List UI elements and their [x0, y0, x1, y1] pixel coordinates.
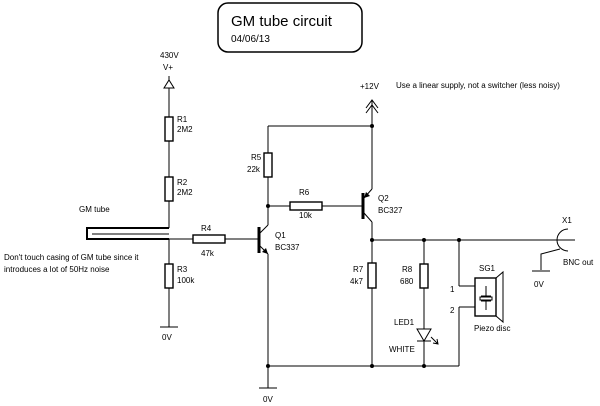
resistor-r8: R8 680 [400, 263, 429, 289]
r1-ref: R1 [177, 115, 188, 124]
ground-r3: 0V [160, 326, 178, 342]
led-triangle-icon [416, 328, 432, 342]
r3-value: 100k [177, 276, 195, 285]
piezo-housing [495, 270, 504, 324]
piezo-sg1: SG1 1 2 Piezo disc [450, 264, 510, 333]
x1-ref: X1 [562, 216, 572, 225]
resistor-r6: R6 10k [289, 188, 323, 220]
transistor-q2: Q2 BC327 [361, 188, 403, 223]
r2-body [164, 176, 174, 202]
r5-ref: R5 [251, 153, 262, 162]
r4-value: 47k [201, 249, 215, 258]
diagram-date: 04/06/13 [231, 34, 270, 45]
casing-note-line1: Don't touch casing of GM tube since it [4, 253, 139, 262]
vcc-arrow-icon [365, 99, 379, 114]
gm-tube-label: GM tube [79, 205, 110, 214]
q1-collector [259, 224, 269, 234]
transistor-q1: Q1 BC337 [257, 224, 300, 255]
resistor-r4: R4 47k [192, 224, 226, 258]
r6-body [289, 201, 323, 211]
r2-ref: R2 [177, 178, 188, 187]
hv-arrow-icon [163, 79, 175, 89]
r6-ref: R6 [299, 188, 310, 197]
led-light-arrow-icon [430, 336, 439, 345]
q2-collector [363, 212, 373, 223]
sg1-desc: Piezo disc [474, 324, 510, 333]
resistor-r3: R3 100k [164, 263, 195, 289]
vcc-supply: +12V Use a linear supply, not a switcher… [360, 81, 560, 189]
r7-body [367, 262, 377, 289]
gm-tube-body [86, 227, 169, 240]
junction-gnd1 [266, 364, 270, 368]
r5-body [263, 152, 273, 178]
r8-body [419, 263, 429, 289]
vcc-label: +12V [360, 82, 380, 91]
piezo-crystal-icon [479, 296, 493, 301]
title-box [217, 2, 363, 53]
r8-ref: R8 [402, 265, 413, 274]
q2-ref: Q2 [378, 194, 389, 203]
r1-body [164, 116, 174, 142]
resistor-r2: R2 2M2 [164, 176, 193, 202]
r2-value: 2M2 [177, 188, 193, 197]
ground-label-bnc: 0V [534, 280, 544, 289]
x1-desc: BNC out [563, 258, 594, 267]
junction-out1 [370, 238, 374, 242]
q1-ref: Q1 [275, 231, 286, 240]
resistor-r1: R1 2M2 [164, 115, 193, 142]
r8-value: 680 [400, 277, 414, 286]
r4-body [192, 234, 226, 244]
led1-ref: LED1 [394, 318, 415, 327]
casing-note-line2: introduces a lot of 50Hz noise [4, 265, 110, 274]
q2-part: BC327 [378, 206, 403, 215]
ground-label-main: 0V [263, 395, 273, 404]
led1-color: WHITE [389, 345, 415, 354]
bnc-ground-wire [540, 248, 561, 270]
junction-gnd2 [370, 364, 374, 368]
resistor-r5: R5 22k [247, 152, 273, 178]
r5-value: 22k [247, 165, 261, 174]
junction-gnd3 [422, 364, 426, 368]
sg1-pin2: 2 [450, 306, 455, 315]
ground-label-r3: 0V [162, 333, 172, 342]
bnc-shell-icon [556, 228, 569, 252]
diagram-title: GM tube circuit [231, 13, 333, 30]
hv-voltage-label: 430V [160, 51, 179, 60]
q2-emitter-arrow-icon [364, 192, 370, 198]
hv-supply: 430V V+ [160, 51, 179, 117]
r4-ref: R4 [201, 224, 212, 233]
sg1-ref: SG1 [479, 264, 496, 273]
junction-vcc [370, 124, 374, 128]
sg1-pin1: 1 [450, 285, 455, 294]
ground-bnc: 0V [532, 270, 550, 289]
r7-value: 4k7 [350, 277, 363, 286]
ground-main: 0V [259, 387, 277, 404]
q1-emitter-arrow-icon [262, 248, 268, 254]
led1: LED1 WHITE [389, 318, 439, 354]
r6-value: 10k [299, 211, 313, 220]
r1-value: 2M2 [177, 125, 193, 134]
supply-note: Use a linear supply, not a switcher (les… [396, 81, 560, 90]
hv-net-label: V+ [163, 63, 173, 72]
resistor-r7: R7 4k7 [350, 262, 377, 289]
q1-part: BC337 [275, 243, 300, 252]
gm-tube: GM tube [79, 205, 169, 240]
r3-ref: R3 [177, 265, 188, 274]
r3-body [164, 263, 174, 289]
r7-ref: R7 [353, 265, 364, 274]
bnc-x1: X1 BNC out [556, 216, 594, 267]
